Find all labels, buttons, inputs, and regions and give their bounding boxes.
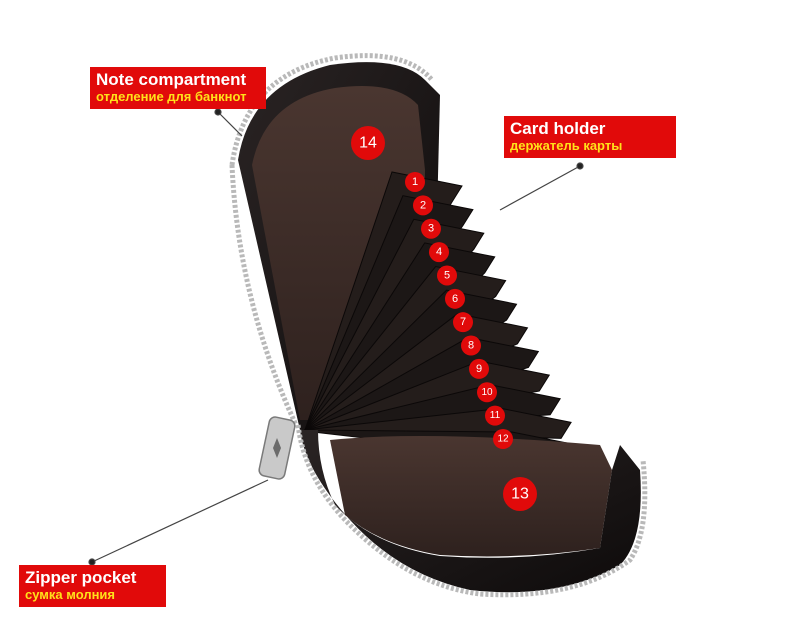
note-label-en: Note compartment — [96, 70, 247, 89]
wallet-front-shell — [300, 430, 641, 593]
note-label-ru: отделение для банкнот — [96, 88, 247, 104]
badge-14: 14 — [351, 126, 385, 160]
zipper-pocket-lining — [330, 436, 612, 557]
card-label-ru: держатель карты — [510, 137, 623, 153]
slot-badge-text: 7 — [460, 316, 466, 328]
slot-badge: 4 — [429, 242, 449, 263]
slot-badge: 1 — [405, 172, 425, 192]
slot-badge-text: 6 — [452, 293, 458, 305]
slot-badge: 6 — [445, 288, 465, 309]
card-slot-fan — [303, 171, 583, 463]
callout-lines — [88, 108, 584, 566]
slot-badge: 3 — [421, 218, 441, 239]
slot-badge: 9 — [469, 358, 489, 379]
slot-badge-text: 8 — [468, 340, 474, 352]
slot-badge: 2 — [413, 195, 433, 216]
slot-badge: 10 — [477, 382, 497, 403]
badge-13-text: 13 — [511, 486, 529, 503]
zipper-label-en: Zipper pocket — [25, 568, 137, 587]
zipper-pocket-label: Zipper pocket сумка молния — [19, 565, 166, 607]
card-label-en: Card holder — [510, 119, 606, 138]
zipper-rim-back — [229, 53, 434, 166]
slot-badge-text: 12 — [497, 434, 509, 445]
slot-badge: 7 — [453, 312, 473, 333]
slot-badge: 8 — [461, 335, 481, 356]
note-compartment-label: Note compartment отделение для банкнот — [90, 67, 266, 109]
zipper-pull[interactable] — [258, 416, 296, 480]
slot-badge-text: 11 — [490, 410, 501, 421]
card-holder-label: Card holder держатель карты — [504, 116, 676, 158]
zipper-rim-front — [295, 424, 648, 598]
badge-13: 13 — [503, 477, 537, 511]
slot-badge-text: 3 — [428, 223, 434, 235]
slot-badge-text: 1 — [412, 176, 418, 188]
zipper-label-ru: сумка молния — [25, 586, 116, 602]
badge-14-text: 14 — [359, 135, 377, 152]
slot-badge-text: 9 — [476, 363, 482, 375]
slot-badge-text: 2 — [420, 199, 426, 211]
slot-badge-text: 5 — [444, 269, 450, 281]
slot-badge-text: 10 — [481, 387, 493, 398]
slot-badge: 5 — [437, 265, 457, 286]
slot-badge: 11 — [485, 405, 505, 426]
slot-badge: 12 — [493, 429, 513, 449]
slot-badge-text: 4 — [436, 246, 442, 258]
